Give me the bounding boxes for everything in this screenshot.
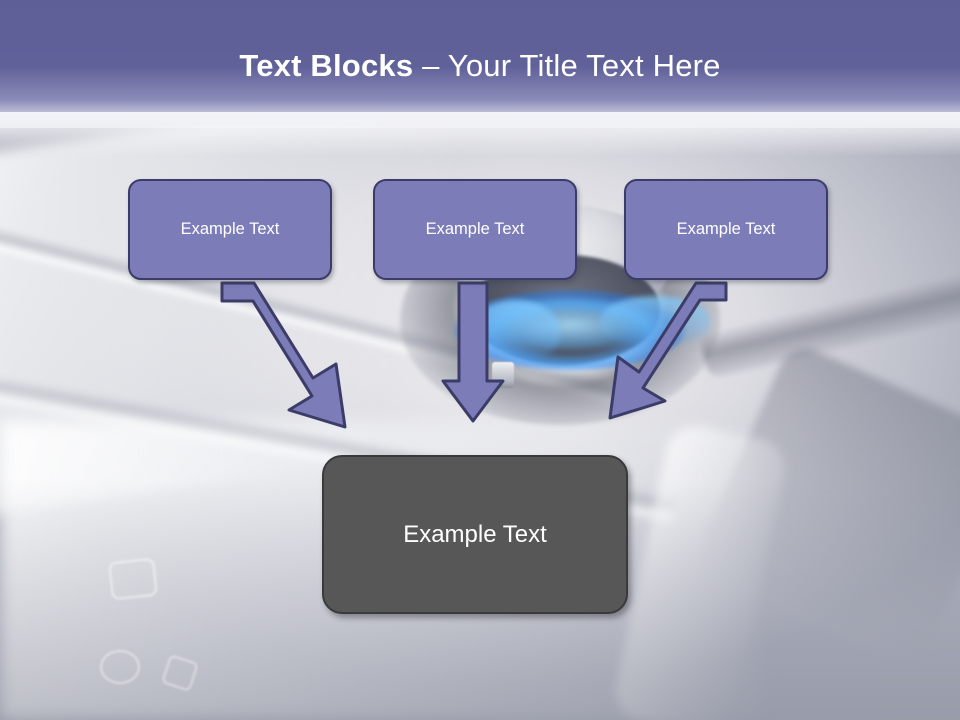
photo-gas-flame-left (470, 300, 560, 360)
photo-emboss-b (100, 650, 140, 684)
text-box-2[interactable]: Example Text (373, 179, 577, 280)
title-band-fade (0, 112, 960, 156)
result-text-box-label: Example Text (403, 520, 547, 548)
text-box-1[interactable]: Example Text (128, 179, 332, 280)
photo-igniter-pin (492, 362, 514, 388)
page-title-bold: Text Blocks (239, 48, 414, 83)
text-box-3-label: Example Text (676, 220, 776, 238)
page-title: Text Blocks – Your Title Text Here (0, 48, 960, 84)
text-box-3[interactable]: Example Text (624, 179, 828, 280)
text-box-2-label: Example Text (425, 220, 525, 238)
title-band (0, 0, 960, 128)
result-text-box[interactable]: Example Text (322, 455, 628, 614)
page-title-regular: Your Title Text Here (447, 48, 721, 83)
photo-emboss-a (108, 557, 158, 601)
photo-gas-flame-right (600, 296, 710, 344)
page-title-separator: – (413, 48, 448, 83)
text-box-1-label: Example Text (180, 220, 280, 238)
